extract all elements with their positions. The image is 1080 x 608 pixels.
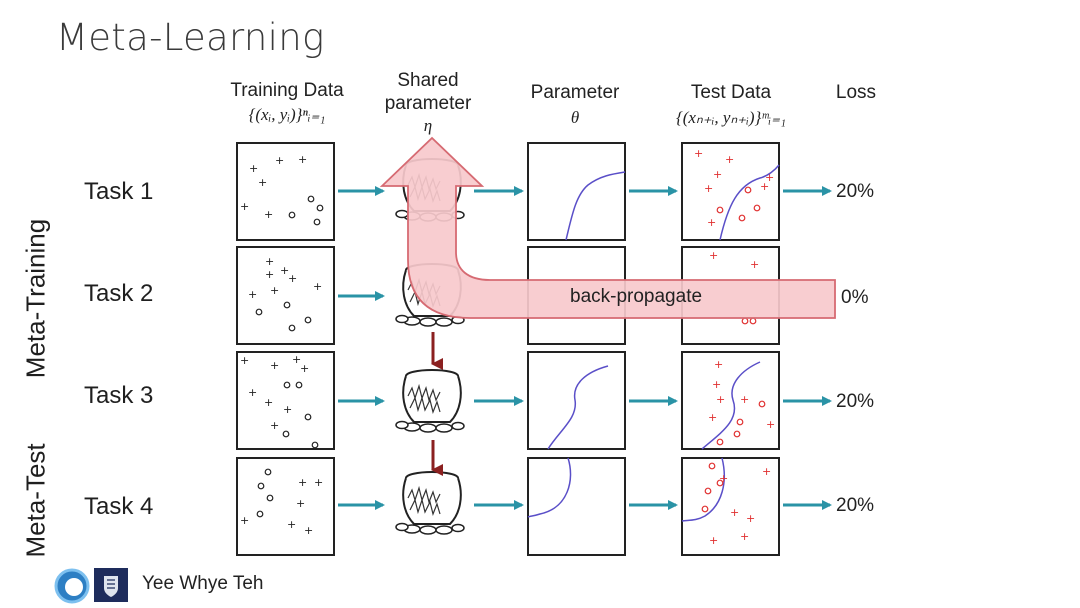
backprop-label: back-propagate: [570, 286, 703, 307]
svg-text:+: +: [265, 268, 274, 281]
svg-text:+: +: [730, 506, 739, 519]
svg-text:+: +: [292, 353, 301, 366]
svg-text:+: +: [740, 393, 749, 406]
svg-text:+: +: [240, 200, 249, 213]
svg-text:+: +: [248, 386, 257, 399]
header-test-data: Test Data: [690, 82, 772, 103]
svg-text:+: +: [300, 362, 309, 375]
loss-task-2: 0%: [841, 287, 869, 308]
svg-text:+: +: [280, 264, 289, 277]
test-box-4: +++ +++: [681, 457, 780, 556]
header-shared-line1: Shared: [397, 70, 459, 91]
svg-text:+: +: [298, 153, 307, 166]
header-training-math: {(xᵢ, yᵢ)}ⁿᵢ₌₁: [248, 105, 326, 124]
svg-text:+: +: [288, 272, 297, 285]
slide-title: Meta-Learning: [56, 16, 325, 59]
svg-text:+: +: [708, 411, 717, 424]
training-box-2: +++ ++++: [236, 246, 335, 345]
svg-text:+: +: [762, 465, 771, 478]
parameter-box-3: [527, 351, 626, 450]
footer-logos: [54, 568, 128, 604]
svg-text:+: +: [264, 208, 273, 221]
header-shared-math: η: [423, 116, 433, 135]
svg-text:+: +: [716, 393, 725, 406]
task-label-2: Task 2: [84, 280, 154, 307]
svg-text:+: +: [240, 514, 249, 527]
svg-text:+: +: [704, 182, 713, 195]
svg-text:+: +: [248, 288, 257, 301]
header-parameter-math: θ: [570, 108, 580, 127]
svg-text:+: +: [313, 280, 322, 293]
flow-arrows: [338, 186, 832, 510]
svg-text:+: +: [714, 358, 723, 371]
svg-text:+: +: [270, 284, 279, 297]
svg-text:+: +: [750, 258, 759, 271]
loss-task-3: 20%: [836, 391, 875, 412]
svg-text:+: +: [275, 154, 284, 167]
svg-text:+: +: [249, 162, 258, 175]
blue-ring-logo-icon: [54, 568, 90, 604]
svg-text:+: +: [766, 418, 775, 431]
header-training-data: Training Data: [230, 80, 344, 101]
task-label-1: Task 1: [84, 178, 154, 205]
svg-text:+: +: [270, 419, 279, 432]
pot-over-fire-icon: [395, 471, 465, 535]
parameter-box-4: [527, 457, 626, 556]
svg-text:+: +: [740, 530, 749, 543]
test-box-1: ++++ +++: [681, 142, 780, 241]
svg-text:+: +: [712, 378, 721, 391]
svg-text:+: +: [296, 497, 305, 510]
svg-text:+: +: [719, 472, 728, 485]
header-parameter: Parameter: [530, 82, 620, 103]
parameter-box-1: [527, 142, 626, 241]
svg-text:+: +: [709, 249, 718, 262]
svg-text:+: +: [304, 524, 313, 537]
svg-text:+: +: [283, 403, 292, 416]
svg-text:+: +: [709, 534, 718, 547]
svg-text:+: +: [298, 476, 307, 489]
loss-task-4: 20%: [836, 495, 875, 516]
backprop-arrow: [379, 136, 836, 319]
pot-over-fire-icon: [395, 369, 465, 433]
header-test-math: {(xₙ₊ᵢ, yₙ₊ᵢ)}ᵐᵢ₌₁: [675, 108, 787, 127]
training-box-1: +++ +++: [236, 142, 335, 241]
test-box-3: + + + + + +: [681, 351, 780, 450]
svg-text:+: +: [725, 153, 734, 166]
svg-text:+: +: [287, 518, 296, 531]
task-label-3: Task 3: [84, 382, 154, 409]
svg-text:+: +: [314, 476, 323, 489]
svg-text:+: +: [713, 168, 722, 181]
loss-task-1: 20%: [836, 181, 875, 202]
training-box-4: +++ +++: [236, 457, 335, 556]
svg-text:+: +: [760, 180, 769, 193]
svg-text:+: +: [694, 147, 703, 160]
task-label-4: Task 4: [84, 493, 154, 520]
svg-text:+: +: [258, 176, 267, 189]
svg-text:+: +: [270, 359, 279, 372]
training-box-3: ++++ ++++: [236, 351, 335, 450]
svg-text:+: +: [240, 354, 249, 367]
header-shared-line2: parameter: [384, 93, 472, 114]
svg-text:+: +: [265, 255, 274, 268]
author-name: Yee Whye Teh: [142, 573, 264, 594]
svg-text:+: +: [746, 512, 755, 525]
svg-text:+: +: [765, 171, 774, 184]
university-logo-icon: [94, 568, 128, 602]
svg-text:+: +: [264, 396, 273, 409]
svg-text:+: +: [707, 216, 716, 229]
header-loss: Loss: [835, 82, 877, 103]
